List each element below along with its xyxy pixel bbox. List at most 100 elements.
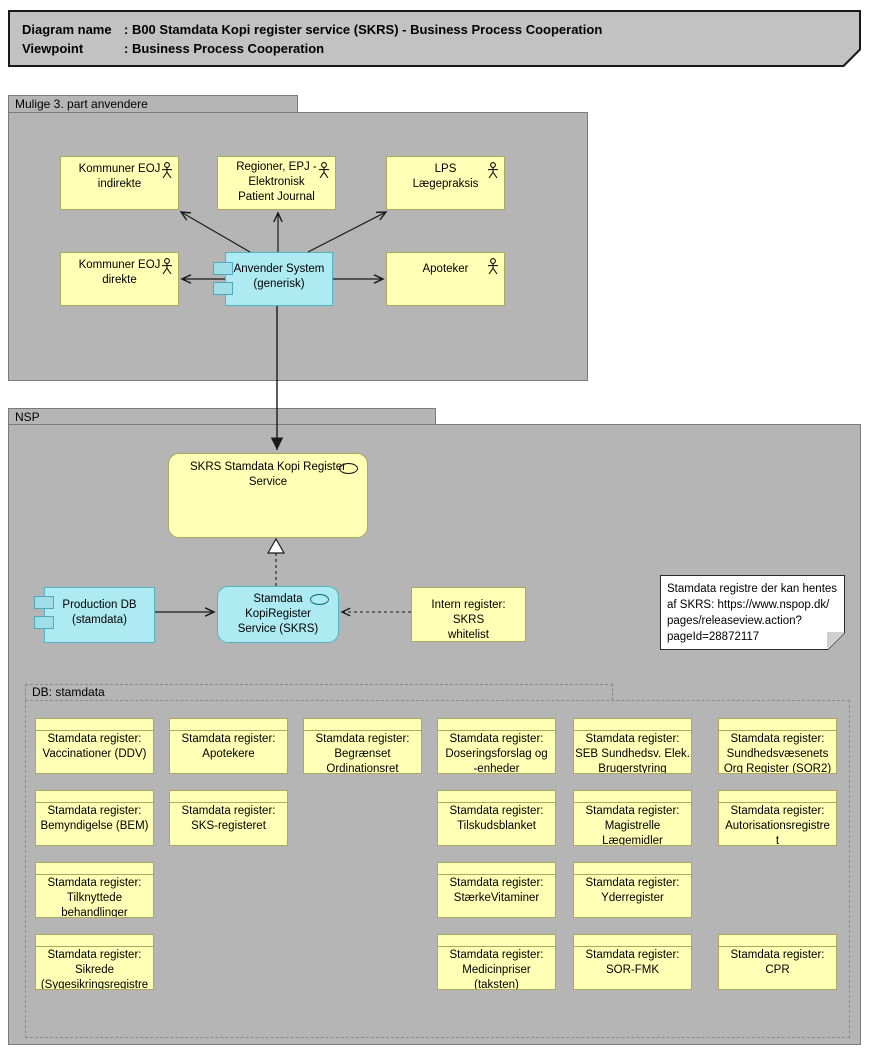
register-label: Stamdata register: Magistrelle Lægemidle… <box>585 805 680 846</box>
register-label: Stamdata register: Autorisationsregistre… <box>725 805 830 846</box>
node-kommuner-eoj-indirekte: Kommuner EOJ indirekte <box>60 156 179 210</box>
register-magistrelle-laegemidler: Stamdata register: Magistrelle Lægemidle… <box>573 790 692 846</box>
register-label: Stamdata register: Medicinpriser (takste… <box>449 949 544 990</box>
register-autorisationsregistret: Stamdata register: Autorisationsregistre… <box>718 790 837 846</box>
node-label: SKRS Stamdata Kopi Register Service <box>190 461 346 488</box>
service-icon <box>310 594 329 605</box>
register-label: Stamdata register: SEB Sundhedsv. Elek. … <box>575 733 690 774</box>
title-row-diagram-name: Diagram name : B00 Stamdata Kopi registe… <box>22 20 849 39</box>
register-label: Stamdata register: Yderregister <box>585 877 680 904</box>
register-label: Stamdata register: Apotekere <box>181 733 276 760</box>
diagram-title-banner: Diagram name : B00 Stamdata Kopi registe… <box>8 10 861 67</box>
data-object-band <box>438 719 555 731</box>
title-label: Diagram name <box>22 22 112 37</box>
register-label: Stamdata register: Sikrede (Sygesikrings… <box>40 949 149 990</box>
register-label: Stamdata register: Bemyndigelse (BEM) <box>40 805 149 832</box>
register-yderregister: Stamdata register: Yderregister <box>573 862 692 918</box>
register-label: Stamdata register: CPR <box>730 949 825 976</box>
actor-icon <box>161 258 173 275</box>
register-sor-fmk: Stamdata register: SOR-FMK <box>573 934 692 990</box>
node-lps-laegepraksis: LPS Lægepraksis <box>386 156 505 210</box>
actor-icon <box>318 162 330 179</box>
register-begraenset-ordinationsret: Stamdata register: Begrænset Ordinations… <box>303 718 422 774</box>
data-object-band <box>36 791 153 803</box>
service-icon <box>339 463 358 474</box>
data-object-band <box>438 935 555 947</box>
data-object-band <box>574 863 691 875</box>
node-label: Stamdata KopiRegister Service (SKRS) <box>237 593 319 635</box>
group-tab-nsp: NSP <box>8 408 436 424</box>
data-object-band <box>719 791 836 803</box>
register-label: Stamdata register: StærkeVitaminer <box>449 877 544 904</box>
actor-icon <box>487 162 499 179</box>
data-object-band <box>719 719 836 731</box>
register-sor2: Stamdata register: Sundhedsvæsenets Org … <box>718 718 837 774</box>
data-object-band <box>574 791 691 803</box>
node-label: LPS Lægepraksis <box>412 163 479 190</box>
data-object-band <box>170 791 287 803</box>
node-label: Kommuner EOJ direkte <box>78 259 161 286</box>
data-object-band <box>574 719 691 731</box>
actor-icon <box>487 258 499 275</box>
node-regioner-epj: Regioner, EPJ - Elektronisk Patient Jour… <box>217 156 336 210</box>
register-label: Stamdata register: SKS-registeret <box>181 805 276 832</box>
note-fold-corner <box>827 632 844 649</box>
node-label: Kommuner EOJ indirekte <box>78 163 161 190</box>
register-label: Stamdata register: Vaccinationer (DDV) <box>42 733 147 760</box>
group-tab-mulige: Mulige 3. part anvendere <box>8 95 298 112</box>
title-value: : B00 Stamdata Kopi register service (SK… <box>124 22 603 37</box>
data-object-band <box>438 863 555 875</box>
group-tab-db-stamdata: DB: stamdata <box>25 684 613 700</box>
title-row-viewpoint: Viewpoint : Business Process Cooperation <box>22 39 849 58</box>
node-apoteker: Apoteker <box>386 252 505 306</box>
data-object-band <box>36 719 153 731</box>
group-body-mulige <box>8 112 588 381</box>
register-label: Stamdata register: Sundhedsvæsenets Org … <box>723 733 832 774</box>
register-apotekere: Stamdata register: Apotekere <box>169 718 288 774</box>
node-anvender-system: Anvender System (generisk) <box>225 252 333 306</box>
component-icon <box>34 596 54 609</box>
data-object-band <box>304 719 421 731</box>
register-label: Stamdata register: Begrænset Ordinations… <box>315 733 410 774</box>
register-vaccinationer: Stamdata register: Vaccinationer (DDV) <box>35 718 154 774</box>
node-label: Anvender System (generisk) <box>233 263 325 290</box>
node-label: Regioner, EPJ - Elektronisk Patient Jour… <box>236 161 317 203</box>
register-label: Stamdata register: Tilknyttede behandlin… <box>47 877 142 918</box>
data-object-band <box>36 935 153 947</box>
component-icon <box>213 262 233 275</box>
register-seb-brugerstyring: Stamdata register: SEB Sundhedsv. Elek. … <box>573 718 692 774</box>
node-production-db: Production DB (stamdata) <box>44 587 155 643</box>
node-intern-register-skrs-whitelist: Intern register: SKRS whitelist <box>411 587 526 642</box>
data-object-band <box>574 935 691 947</box>
data-object-band <box>438 791 555 803</box>
node-stamdata-kopiregister-service: Stamdata KopiRegister Service (SKRS) <box>217 586 339 643</box>
register-label: Stamdata register: SOR-FMK <box>585 949 680 976</box>
data-object-band <box>719 935 836 947</box>
node-label: Production DB (stamdata) <box>62 599 137 626</box>
data-object-band <box>170 719 287 731</box>
register-staerkevitaminer: Stamdata register: StærkeVitaminer <box>437 862 556 918</box>
node-skrs-stamdata-kopi-register-service: SKRS Stamdata Kopi Register Service <box>168 453 368 538</box>
register-tilskudsblanket: Stamdata register: Tilskudsblanket <box>437 790 556 846</box>
register-doseringsforslag: Stamdata register: Doseringsforslag og -… <box>437 718 556 774</box>
register-cpr: Stamdata register: CPR <box>718 934 837 990</box>
note-skrs-link: Stamdata registre der kan hentes af SKRS… <box>660 575 845 650</box>
register-label: Stamdata register: Doseringsforslag og -… <box>445 733 548 774</box>
node-label: Intern register: SKRS whitelist <box>431 599 506 641</box>
title-value: : Business Process Cooperation <box>124 41 325 56</box>
register-sikrede: Stamdata register: Sikrede (Sygesikrings… <box>35 934 154 990</box>
actor-icon <box>161 162 173 179</box>
group-body-db-stamdata <box>25 700 850 1038</box>
register-sks-registeret: Stamdata register: SKS-registeret <box>169 790 288 846</box>
register-medicinpriser: Stamdata register: Medicinpriser (takste… <box>437 934 556 990</box>
node-label: Apoteker <box>422 263 469 275</box>
node-kommuner-eoj-direkte: Kommuner EOJ direkte <box>60 252 179 306</box>
data-object-band <box>36 863 153 875</box>
component-icon <box>34 616 54 629</box>
register-bemyndigelse: Stamdata register: Bemyndigelse (BEM) <box>35 790 154 846</box>
component-icon <box>213 282 233 295</box>
title-label: Viewpoint <box>22 41 84 56</box>
register-label: Stamdata register: Tilskudsblanket <box>449 805 544 832</box>
register-tilknyttede-behandlinger: Stamdata register: Tilknyttede behandlin… <box>35 862 154 918</box>
